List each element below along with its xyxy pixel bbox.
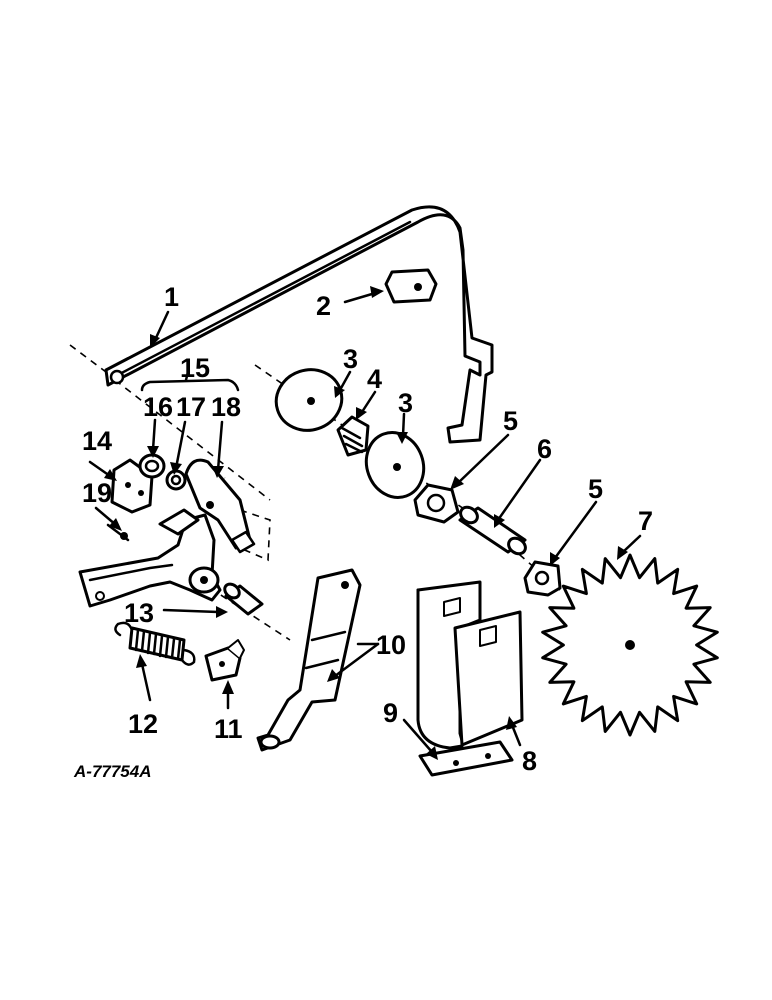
callout-10: 10 <box>376 630 406 660</box>
callout-5-lower: 5 <box>588 474 603 504</box>
callout-5-upper: 5 <box>503 406 518 436</box>
part-1-lever <box>104 205 494 444</box>
callout-3-lower: 3 <box>398 388 413 418</box>
drawing-reference: A-77754A <box>73 762 152 781</box>
part-17-washer <box>165 469 187 491</box>
callout-7: 7 <box>638 506 653 536</box>
pedal-arm-assembly <box>78 508 222 608</box>
callout-15: 15 <box>180 353 210 383</box>
part-19-screw <box>106 523 130 542</box>
part-13-pin <box>223 582 264 616</box>
part-10-link-bar <box>256 568 362 752</box>
callout-14: 14 <box>82 426 112 456</box>
callout-9: 9 <box>383 698 398 728</box>
callout-19: 19 <box>82 478 112 508</box>
part-2-clip <box>384 268 438 304</box>
part-9-base-plate <box>418 740 514 777</box>
part-11-clip <box>204 639 245 682</box>
callout-2: 2 <box>316 291 331 321</box>
callout-3-upper: 3 <box>343 344 358 374</box>
callout-13: 13 <box>124 598 154 628</box>
part-16-bushing <box>138 453 166 479</box>
callout-4: 4 <box>367 364 382 394</box>
part-3-washer-lower <box>364 431 426 499</box>
callout-12: 12 <box>128 709 158 739</box>
callout-8: 8 <box>522 746 537 776</box>
part-5-nut-lower <box>523 560 562 597</box>
callout-labels: 1 2 3 3 4 5 5 6 7 8 9 10 11 12 13 14 15 … <box>82 282 653 776</box>
part-5-nut-upper <box>413 483 460 524</box>
callout-6: 6 <box>537 434 552 464</box>
part-3-washer-upper <box>274 368 344 432</box>
callout-1: 1 <box>164 282 179 312</box>
leader-lines <box>88 286 642 760</box>
part-8-u-bracket <box>416 580 524 750</box>
part-12-coil-spring <box>114 621 196 666</box>
callout-17: 17 <box>176 392 206 422</box>
part-6-spacer-tube <box>458 505 527 556</box>
part-4-spring <box>336 415 370 457</box>
callout-18: 18 <box>211 392 241 422</box>
callout-11: 11 <box>214 714 243 744</box>
callout-16: 16 <box>143 392 173 422</box>
part-7-star-wheel <box>541 553 719 737</box>
part-18-latch-plate <box>184 458 256 554</box>
